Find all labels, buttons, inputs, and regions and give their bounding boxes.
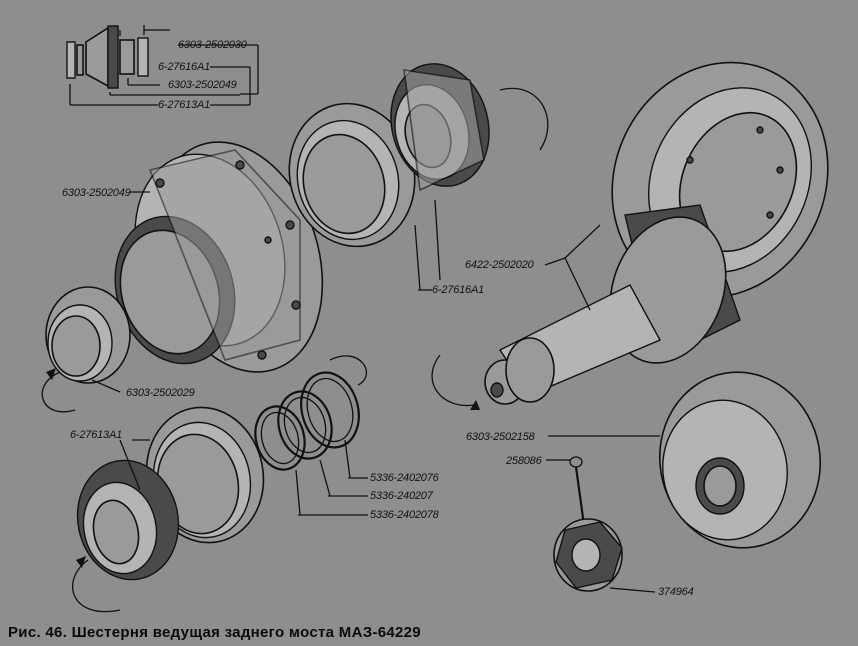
label-inset-4: 6-27613А1 [158,99,210,111]
label-inset-2: 6-27616А1 [158,61,210,73]
label-ring-3: 5336-2402078 [370,509,440,521]
label-inset-1: 6303-2502030 [178,39,248,51]
label-housing: 6303-2502049 [62,187,131,199]
label-inset-3: 6303-2502049 [168,79,237,91]
bearing-cup-right-drawing [288,102,416,248]
bearing-housing-drawing [114,141,324,373]
label-ring-1: 5336-2402076 [370,472,440,484]
bearing-cup-lower-drawing [145,406,265,544]
inset-assembly-drawing [66,25,259,106]
label-nut: 374964 [658,586,694,598]
bearing-cone-right-drawing [390,63,490,192]
label-spur-gear: 6303-2502158 [466,431,536,443]
bearing-cup-left-drawing [45,286,131,384]
castle-nut-drawing [553,518,623,592]
cotter-pin-drawing [569,456,586,526]
label-gear-pair: 6422-2502020 [465,259,535,271]
shim-rings-drawing [254,371,360,471]
label-cotter-pin: 258086 [505,455,543,467]
label-ring-2: 5336-240207 [370,490,434,502]
label-bearing-right: 6-27616А1 [432,284,484,296]
figure-caption: Рис. 46. Шестерня ведущая заднего моста … [8,624,421,641]
drive-pinion-shaft-drawing [484,204,741,405]
label-bearing-left: 6-27613А1 [70,429,122,441]
label-cup-left: 6303-2502029 [126,387,195,399]
spur-gear-drawing [658,371,822,549]
bearing-cone-left-drawing [76,459,180,581]
